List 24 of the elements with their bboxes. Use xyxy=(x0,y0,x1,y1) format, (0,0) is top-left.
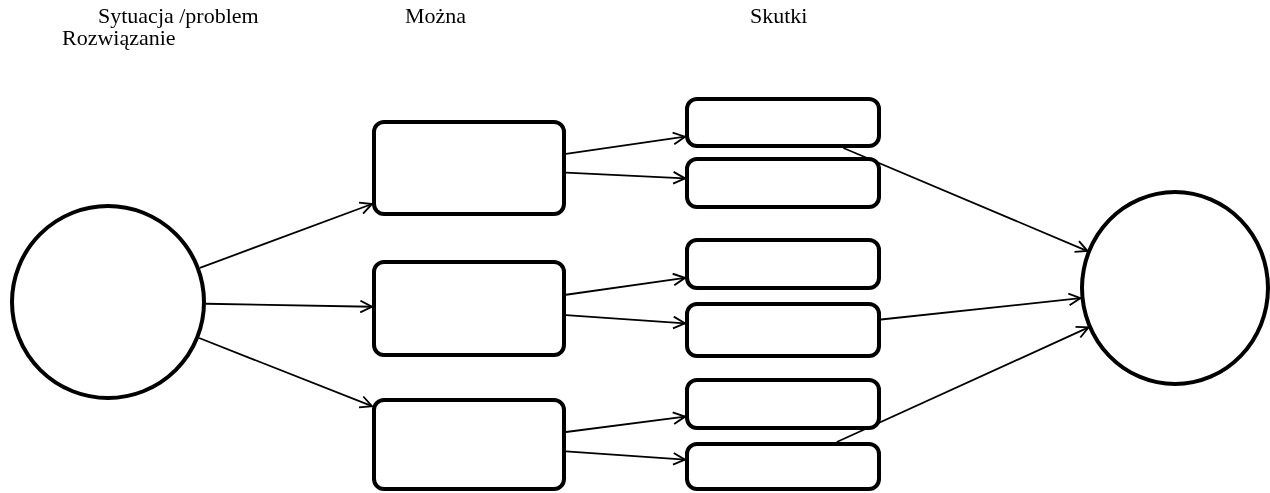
arrow xyxy=(198,201,373,269)
column-heading: Można xyxy=(405,3,467,29)
arrow xyxy=(205,299,373,314)
column-heading: Skutki xyxy=(750,3,808,29)
empty-box xyxy=(685,302,881,358)
empty-box xyxy=(685,238,881,290)
empty-box xyxy=(685,157,881,209)
empty-box xyxy=(372,260,566,357)
arrow xyxy=(565,411,686,433)
arrow xyxy=(565,272,686,296)
arrow xyxy=(842,147,1089,253)
arrow xyxy=(880,292,1082,321)
empty-box xyxy=(685,378,881,430)
arrow xyxy=(198,337,373,409)
empty-box xyxy=(372,398,566,491)
empty-box xyxy=(685,97,881,148)
column-heading: Sytuacja /problem xyxy=(98,3,259,29)
empty-box xyxy=(372,120,566,216)
arrow xyxy=(565,450,686,466)
arrow xyxy=(565,171,686,185)
arrow xyxy=(565,131,686,155)
arrow xyxy=(565,314,686,330)
arrow xyxy=(835,325,1090,443)
empty-box xyxy=(685,442,881,491)
